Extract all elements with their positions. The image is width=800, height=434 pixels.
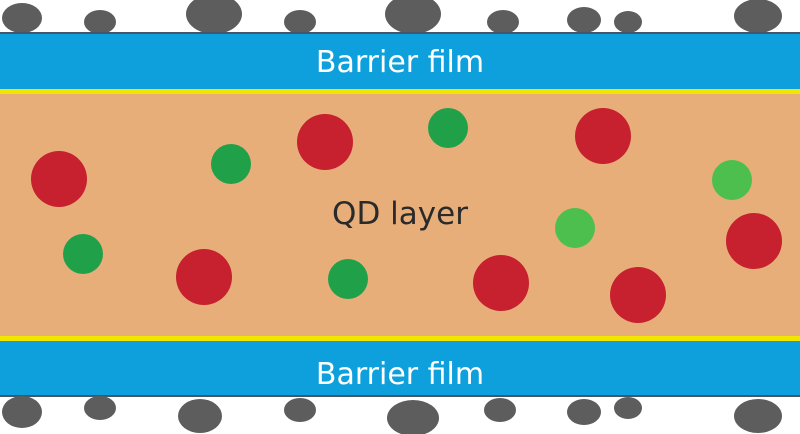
red-quantum-dot (575, 108, 631, 164)
green-quantum-dot (428, 108, 468, 148)
bottom-barrier-film (0, 341, 800, 396)
green-quantum-dot (555, 208, 595, 248)
top-bead-row (2, 0, 782, 34)
qd-layer (0, 94, 800, 336)
green-quantum-dot (328, 259, 368, 299)
red-quantum-dot (176, 249, 232, 305)
bottom-bead-row (2, 396, 782, 434)
red-quantum-dot (610, 267, 666, 323)
red-quantum-dot (297, 114, 353, 170)
green-quantum-dot (211, 144, 251, 184)
top-barrier-film (0, 33, 800, 89)
top-interface-line (0, 89, 800, 94)
top-barrier-film-label: Barrier film (316, 45, 484, 80)
green-quantum-dot (712, 160, 752, 200)
quantum-dots (31, 108, 782, 323)
bottom-barrier-film-label: Barrier film (316, 357, 484, 392)
red-quantum-dot (473, 255, 529, 311)
bottom-interface-line (0, 336, 800, 341)
green-quantum-dot (63, 234, 103, 274)
qd-layer-label: QD layer (332, 196, 468, 232)
red-quantum-dot (31, 151, 87, 207)
red-quantum-dot (726, 213, 782, 269)
